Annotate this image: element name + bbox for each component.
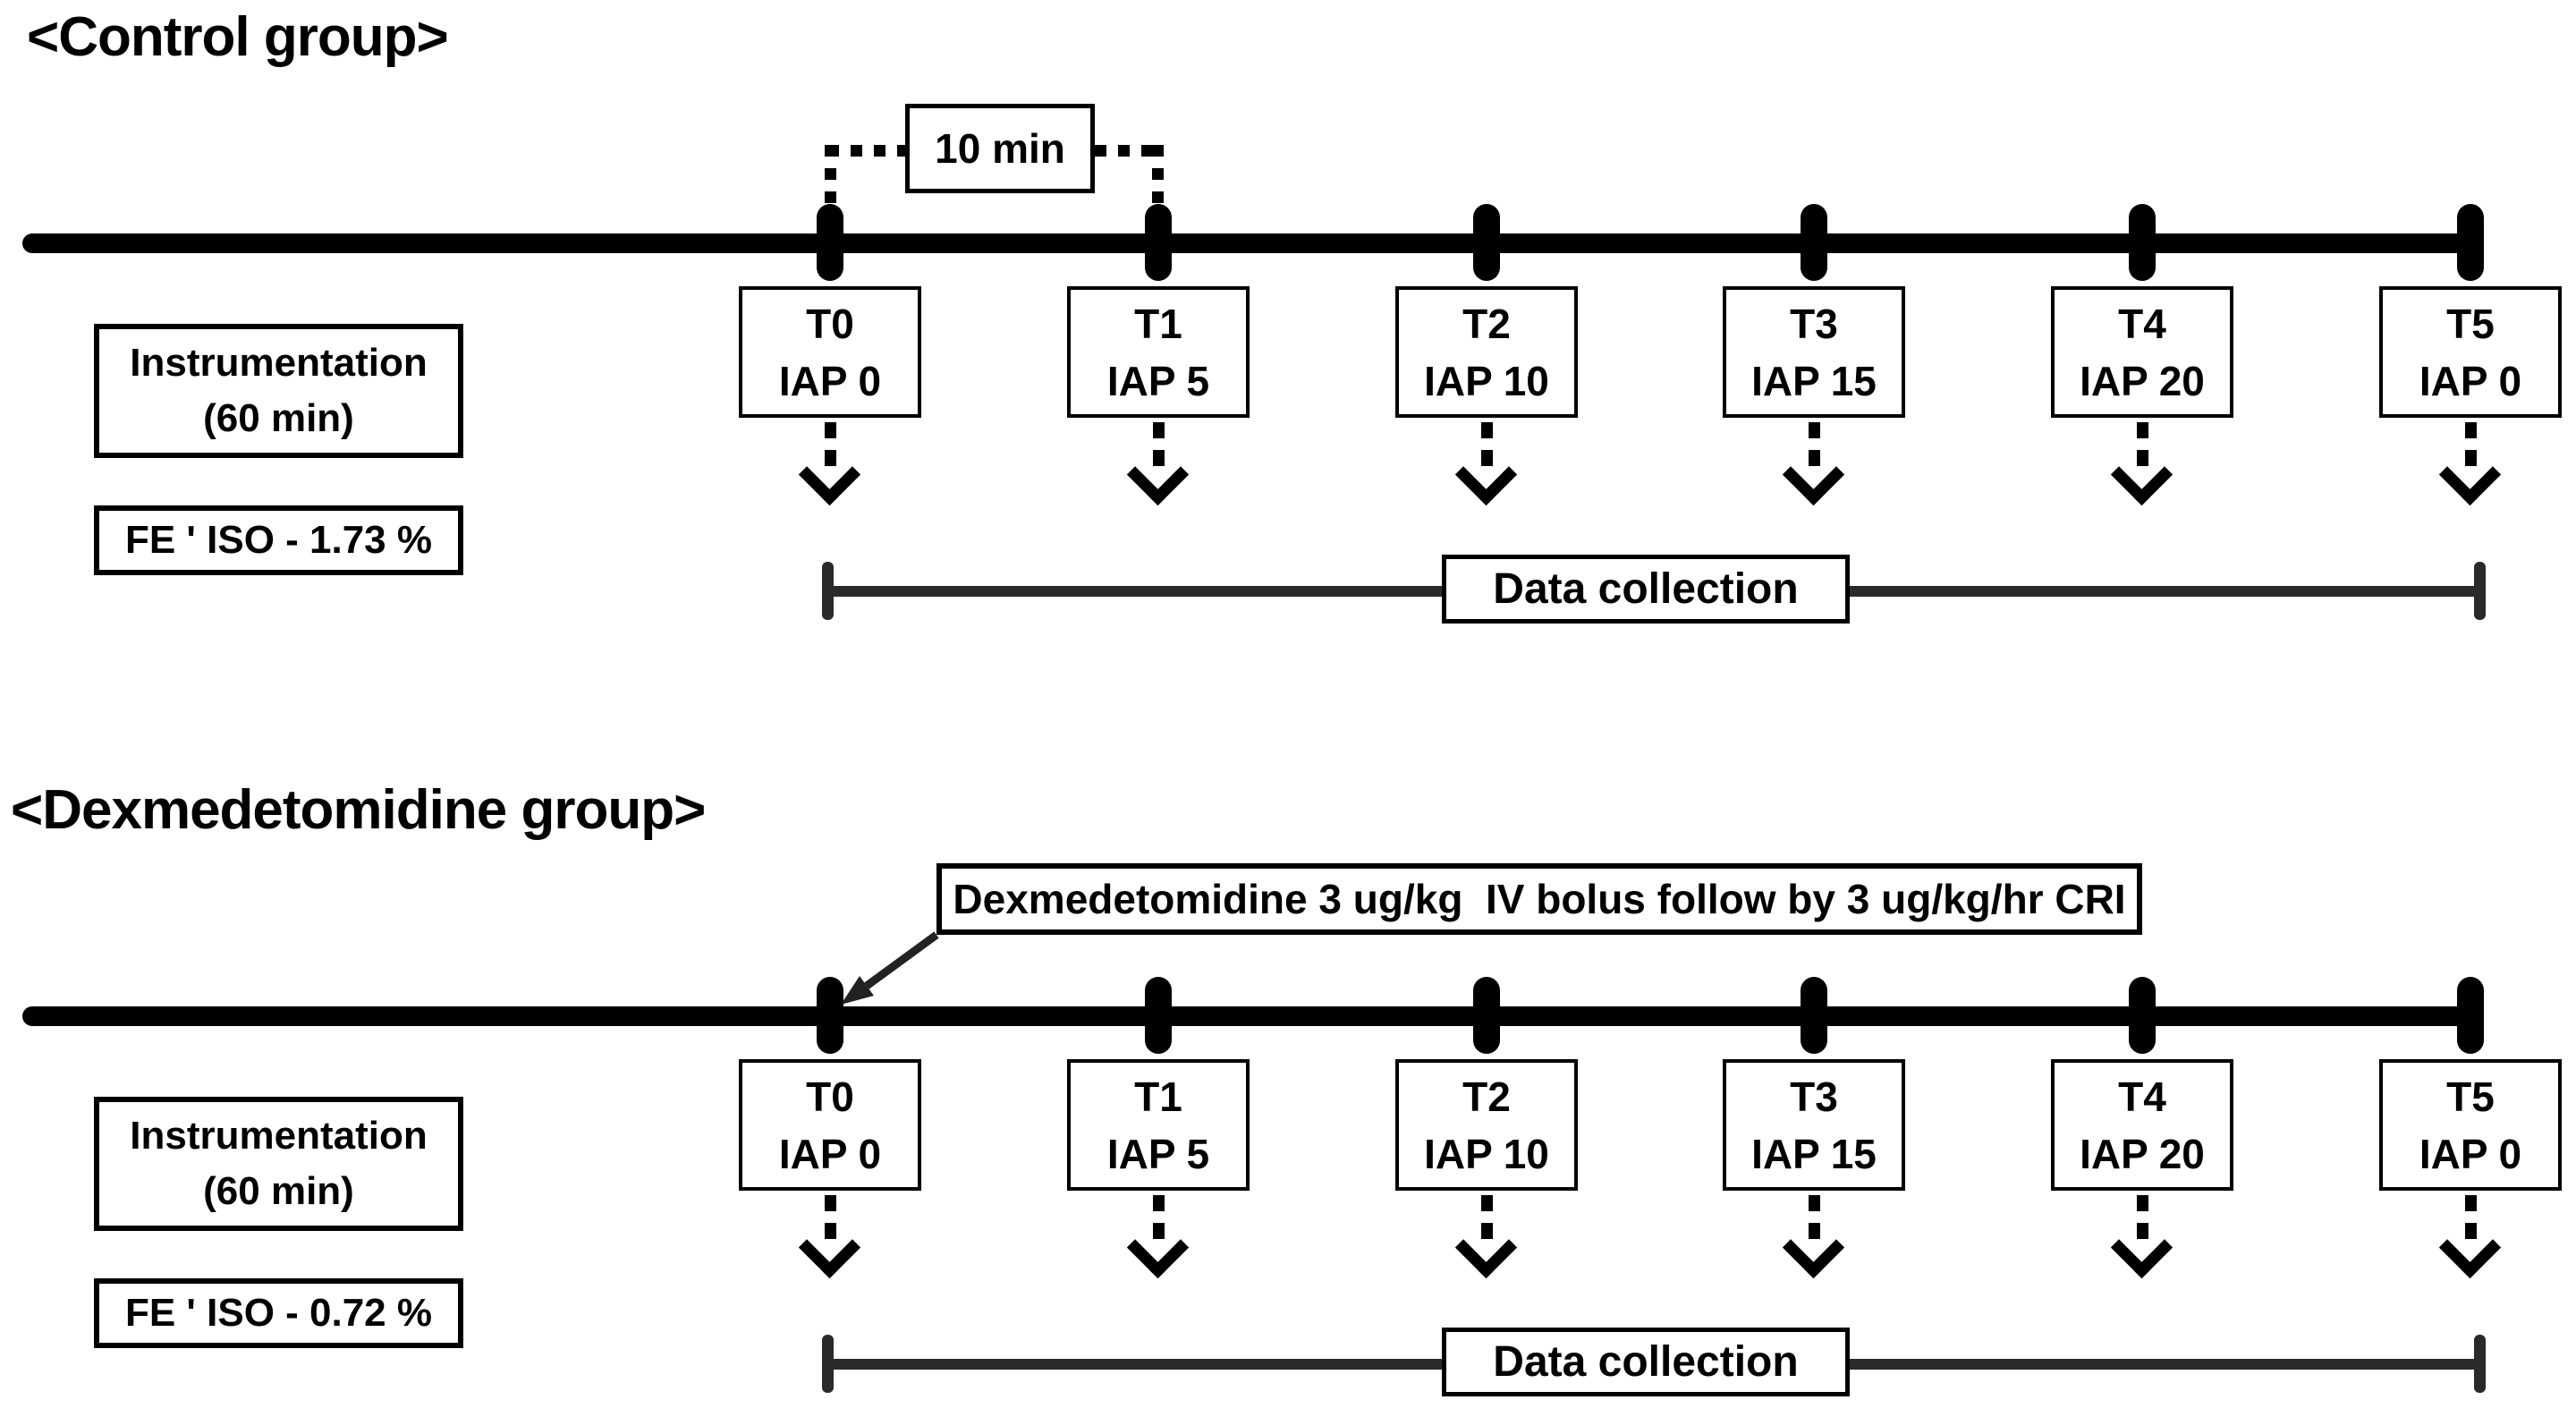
iap-label: IAP 15 [1751, 357, 1877, 404]
instrumentation-box: Instrumentation (60 min) [94, 1097, 463, 1231]
instrumentation-line1: Instrumentation [130, 1114, 428, 1158]
bracket-dotted-right-horizontal [1095, 145, 1163, 157]
timeline-tick [2457, 977, 2484, 1054]
dashed-arrow-shaft [1481, 1195, 1493, 1245]
timepoint-box: T3 IAP 15 [1723, 1059, 1905, 1191]
instrumentation-line2: (60 min) [203, 396, 354, 440]
timepoint-label: T1 [1134, 1073, 1182, 1120]
arrowhead-down-icon [2438, 1216, 2502, 1279]
data-collection-end-bar [2474, 562, 2486, 620]
dexmedetomidine-group-panel: <Dexmedetomidine group> Dexmedetomidine … [0, 773, 2576, 1417]
instrumentation-line1: Instrumentation [130, 341, 428, 385]
dexmedetomidine-dose-callout: Dexmedetomidine 3 ug/kg IV bolus follow … [936, 863, 2142, 935]
iap-label: IAP 0 [778, 357, 882, 404]
data-collection-end-bar [2474, 1335, 2486, 1393]
iap-label: IAP 0 [778, 1130, 882, 1177]
iap-label: IAP 10 [1424, 357, 1549, 404]
timeline-tick [1473, 204, 1500, 281]
dashed-arrow-shaft [1153, 1195, 1165, 1245]
timepoint-label: T5 [2446, 300, 2495, 347]
timepoint-box: T4 IAP 20 [2051, 1059, 2233, 1191]
dashed-arrow-shaft [1481, 422, 1493, 472]
timeline-bar [22, 233, 2476, 253]
dashed-arrow-shaft [2465, 422, 2477, 472]
fe-iso-box: FE ' ISO - 1.73 % [94, 505, 463, 575]
dashed-arrow-shaft [1809, 422, 1820, 472]
callout-leader-arrow [841, 931, 939, 1005]
timepoint-label: T0 [806, 1073, 854, 1120]
data-collection-start-bar [822, 562, 834, 620]
bracket-dotted-left-horizontal [827, 145, 905, 157]
arrowhead-down-icon [1454, 1216, 1518, 1279]
dashed-arrow-shaft [2137, 422, 2148, 472]
timeline-tick [2129, 977, 2156, 1054]
timepoint-label: T2 [1462, 1073, 1511, 1120]
timeline-tick [1473, 977, 1500, 1054]
timeline-tick [817, 204, 843, 281]
timeline-tick [817, 977, 843, 1054]
timeline-tick [1801, 977, 1827, 1054]
timepoint-box: T5 IAP 0 [2379, 1059, 2562, 1191]
dashed-arrow-shaft [2465, 1195, 2477, 1245]
iap-label: IAP 10 [1424, 1130, 1549, 1177]
arrowhead-down-icon [798, 443, 861, 506]
timeline-tick [2129, 204, 2156, 281]
dashed-arrow-shaft [825, 1195, 836, 1245]
timepoint-label: T0 [806, 300, 854, 347]
arrowhead-down-icon [1782, 443, 1845, 506]
data-collection-start-bar [822, 1335, 834, 1393]
iap-label: IAP 0 [2419, 1130, 2522, 1177]
dashed-arrow-shaft [825, 422, 836, 472]
iap-label: IAP 5 [1106, 357, 1210, 404]
timepoint-label: T4 [2118, 300, 2166, 347]
timepoint-box: T1 IAP 5 [1067, 1059, 1250, 1191]
timepoint-box: T4 IAP 20 [2051, 286, 2233, 418]
timepoint-box: T2 IAP 10 [1395, 286, 1578, 418]
arrowhead-down-icon [2438, 443, 2502, 506]
instrumentation-box: Instrumentation (60 min) [94, 324, 463, 458]
timepoint-box: T3 IAP 15 [1723, 286, 1905, 418]
arrowhead-down-icon [798, 1216, 861, 1279]
arrowhead-down-icon [1126, 1216, 1190, 1279]
dashed-arrow-shaft [2137, 1195, 2148, 1245]
iap-label: IAP 5 [1106, 1130, 1210, 1177]
fe-iso-box: FE ' ISO - 0.72 % [94, 1278, 463, 1348]
control-group-title: <Control group> [27, 6, 449, 68]
timeline-tick [1801, 204, 1827, 281]
timepoint-label: T3 [1790, 300, 1838, 347]
iap-label: IAP 0 [2419, 357, 2522, 404]
dexmedetomidine-group-title: <Dexmedetomidine group> [11, 779, 706, 841]
arrowhead-down-icon [2110, 443, 2174, 506]
iap-label: IAP 20 [2080, 357, 2205, 404]
arrowhead-down-icon [2110, 1216, 2174, 1279]
arrowhead-down-icon [1782, 1216, 1845, 1279]
timepoint-box: T0 IAP 0 [739, 286, 921, 418]
data-collection-label-box: Data collection [1442, 1328, 1850, 1396]
bracket-dotted-left-vertical [825, 145, 836, 215]
timepoint-label: T1 [1134, 300, 1182, 347]
timeline-tick [1145, 977, 1172, 1054]
timepoint-box: T0 IAP 0 [739, 1059, 921, 1191]
ten-min-label-box: 10 min [905, 104, 1095, 193]
iap-label: IAP 15 [1751, 1130, 1877, 1177]
timeline-bar [22, 1006, 2476, 1026]
arrowhead-down-icon [1126, 443, 1190, 506]
dashed-arrow-shaft [1809, 1195, 1820, 1245]
timepoint-box: T5 IAP 0 [2379, 286, 2562, 418]
timepoint-box: T2 IAP 10 [1395, 1059, 1578, 1191]
iap-label: IAP 20 [2080, 1130, 2205, 1177]
bracket-dotted-right-vertical [1152, 145, 1164, 215]
control-group-panel: <Control group> 10 min T0 IAP 0 T1 IAP 5 [0, 0, 2576, 708]
timeline-tick [1145, 204, 1172, 281]
arrowhead-down-icon [1454, 443, 1518, 506]
timepoint-label: T3 [1790, 1073, 1838, 1120]
instrumentation-line2: (60 min) [203, 1169, 354, 1213]
timepoint-label: T2 [1462, 300, 1511, 347]
timepoint-box: T1 IAP 5 [1067, 286, 1250, 418]
timepoint-label: T5 [2446, 1073, 2495, 1120]
data-collection-label-box: Data collection [1442, 555, 1850, 624]
timepoint-label: T4 [2118, 1073, 2166, 1120]
timeline-tick [2457, 204, 2484, 281]
dashed-arrow-shaft [1153, 422, 1165, 472]
